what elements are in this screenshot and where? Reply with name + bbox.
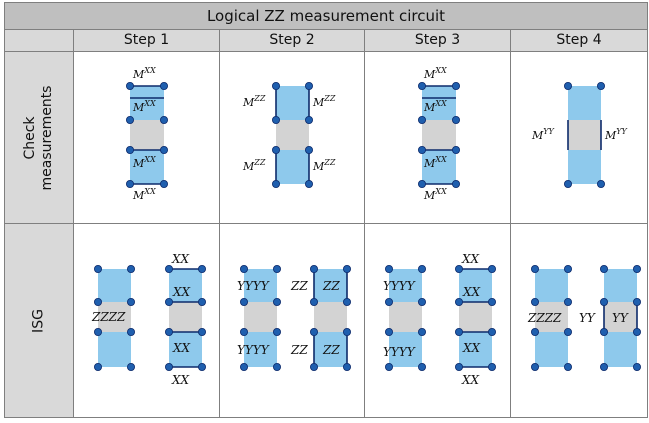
plaquette-gray — [130, 120, 164, 150]
cell-check-step1 — [74, 52, 220, 224]
circuit-table: Logical ZZ measurement circuit Step 1 St… — [4, 2, 648, 418]
label-xx-top: XX — [461, 252, 480, 266]
cell-isg-step2 — [220, 224, 365, 418]
label-zz-right-top: ZZ — [322, 279, 340, 293]
label-xx-bot: XX — [171, 373, 190, 387]
label-xx-mid1: XX — [462, 285, 481, 299]
plaquette-blue — [130, 86, 164, 120]
label-yy-right: YY — [612, 311, 629, 325]
label-mzz-right-top: MZZ — [312, 94, 336, 109]
label-mzz-right-bot: MZZ — [312, 158, 336, 173]
label-mxx-mid-top: MXX — [423, 99, 447, 114]
label-zz-right-bot: ZZ — [322, 343, 340, 357]
isg-step1-diagram: ZZZZ XX XX XX XX — [91, 252, 207, 387]
label-mxx-bot: MXX — [132, 187, 156, 202]
label-mzz-left-top: MZZ — [242, 94, 266, 109]
label-xx-mid2: XX — [462, 341, 481, 355]
label-xx-mid1: XX — [172, 285, 191, 299]
row-header-isg: ISG — [4, 224, 74, 418]
label-zzzz: ZZZZ — [91, 310, 126, 324]
check-step2-diagram: MZZ MZZ MZZ MZZ — [242, 82, 336, 189]
isg-step4-diagram: ZZZZ YY YY — [527, 264, 641, 372]
label-mxx-top: MXX — [423, 66, 447, 81]
label-myy-left: MYY — [531, 127, 555, 142]
label-mxx-mid-bot: MXX — [423, 155, 447, 170]
label-mxx-top: MXX — [132, 66, 156, 81]
cell-isg-step4 — [511, 224, 648, 418]
label-zz-left-bot: ZZ — [290, 343, 308, 357]
cell-check-step3 — [365, 52, 511, 224]
table-title: Logical ZZ measurement circuit — [4, 2, 648, 30]
column-header-step3: Step 3 — [365, 30, 511, 52]
column-header-step2: Step 2 — [220, 30, 365, 52]
label-myy-right: MYY — [604, 127, 628, 142]
label-yyyy-bot: YYYY — [383, 345, 416, 359]
label-mxx-mid-top: MXX — [132, 99, 156, 114]
label-xx-mid2: XX — [172, 341, 191, 355]
plaquette-blue — [130, 150, 164, 184]
label-yyyy-top: YYYY — [237, 279, 270, 293]
column-header-step1: Step 1 — [74, 30, 220, 52]
cell-check-step2 — [220, 52, 365, 224]
label-mzz-left-bot: MZZ — [242, 158, 266, 173]
label-mxx-mid-bot: MXX — [132, 155, 156, 170]
check-step3-diagram: MXX MXX MXX MXX — [417, 66, 461, 202]
label-mxx-bot: MXX — [423, 187, 447, 202]
label-yyyy-top: YYYY — [383, 279, 416, 293]
label-zz-left-top: ZZ — [290, 279, 308, 293]
cell-check-step4 — [511, 52, 648, 224]
check-step4-diagram: MYY MYY — [531, 82, 628, 189]
isg-step3-diagram: YYYY YYYY XX XX XX XX — [383, 252, 497, 387]
cell-isg-step1 — [74, 224, 220, 418]
label-xx-top: XX — [171, 252, 190, 266]
label-xx-bot: XX — [461, 373, 480, 387]
isg-step2-diagram: YYYY YYYY ZZ ZZ ZZ ZZ — [237, 264, 352, 372]
label-yyyy-bot: YYYY — [237, 343, 270, 357]
column-header-step4: Step 4 — [511, 30, 648, 52]
check-step1-diagram: MXX MXX MXX MXX — [126, 66, 169, 202]
label-zzzz: ZZZZ — [527, 311, 562, 325]
corner-header — [4, 30, 74, 52]
label-yy-left: YY — [579, 311, 596, 325]
cell-isg-step3 — [365, 224, 511, 418]
